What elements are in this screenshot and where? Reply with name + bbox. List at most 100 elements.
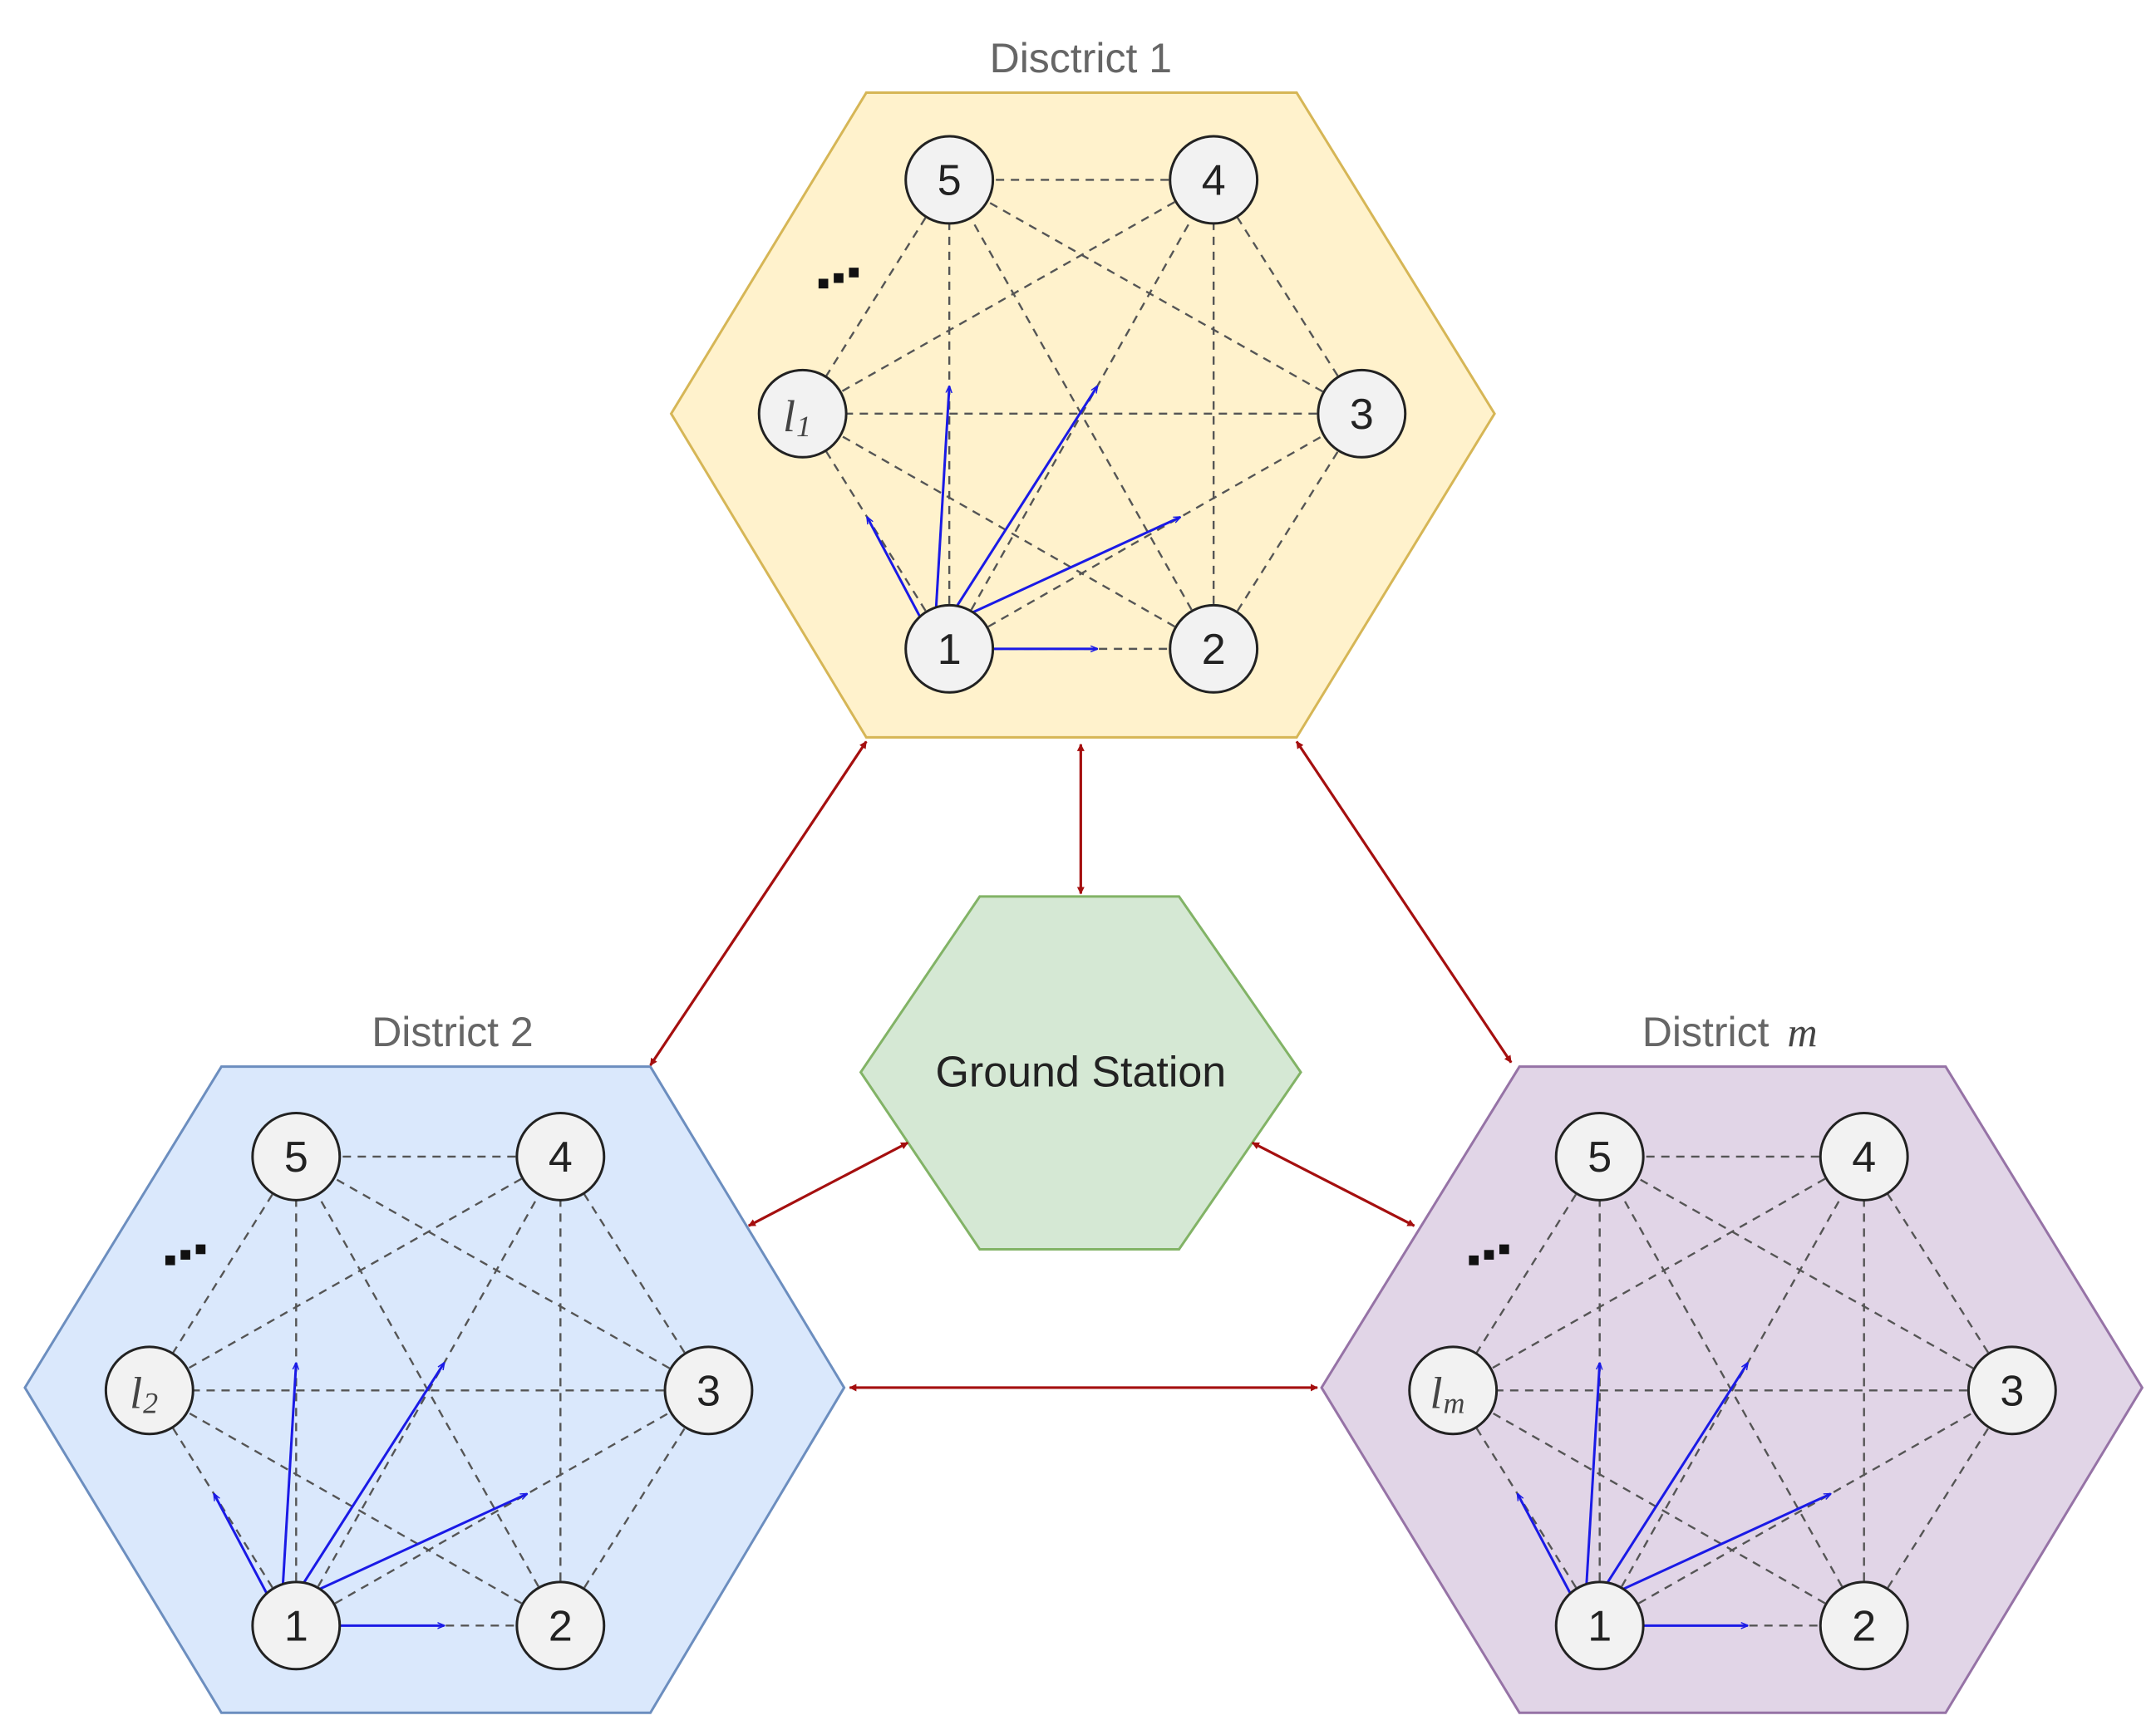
edge-5-l — [1452, 1156, 1601, 1391]
node-label: 3 — [2000, 1367, 2024, 1415]
broadcast-arrow-1-5 — [1584, 1363, 1600, 1595]
node-circle — [1169, 135, 1259, 225]
node-label: 3 — [697, 1367, 721, 1415]
district-title-text: District 2 — [372, 1009, 533, 1055]
node-circle — [1317, 368, 1407, 459]
ground-station: Ground Station — [859, 895, 1302, 1251]
node-circle — [515, 1580, 606, 1671]
edge-1-3 — [1599, 1389, 2013, 1627]
node-l: lm — [1408, 1345, 1499, 1436]
ellipsis-dot — [1484, 1250, 1494, 1260]
edge-1-3 — [295, 1389, 710, 1627]
node-label-main: l — [783, 391, 795, 441]
ellipsis-icon — [818, 268, 859, 289]
district-title: District 2 — [372, 1009, 533, 1055]
node-label: l2 — [130, 1369, 158, 1420]
node-4: 4 — [1169, 135, 1259, 225]
edge-3-5 — [948, 179, 1362, 415]
district-title-text: Disctrict 1 — [990, 35, 1172, 81]
district-title-text: District — [1642, 1009, 1770, 1055]
node-circle — [1819, 1111, 1909, 1202]
node-1: 1 — [1554, 1580, 1645, 1671]
node-label: 1 — [284, 1602, 308, 1650]
ellipsis-dot — [849, 268, 859, 278]
node-circle — [663, 1345, 754, 1436]
node-circle — [515, 1111, 606, 1202]
link-d1-dm — [1295, 740, 1513, 1064]
district-hexagon — [669, 91, 1496, 739]
broadcast-arrow-1-4 — [948, 386, 1097, 620]
ellipsis-dot — [180, 1250, 190, 1260]
node-label-main: l — [1430, 1369, 1443, 1418]
node-circle — [904, 603, 995, 694]
node-3: 3 — [663, 1345, 754, 1436]
node-circle — [904, 135, 995, 225]
node-label: 2 — [549, 1602, 573, 1650]
node-2: 2 — [515, 1580, 606, 1671]
link-d1-d2 — [649, 740, 868, 1066]
node-circle — [1554, 1580, 1645, 1671]
node-label: 3 — [1350, 391, 1374, 439]
ellipsis-dot — [834, 273, 844, 283]
node-circle — [1408, 1345, 1499, 1436]
broadcast-arrow-1-4 — [1598, 1363, 1747, 1596]
edge-5-l — [801, 179, 951, 415]
broadcast-arrow-1-4 — [294, 1363, 444, 1596]
edge-3-4 — [1213, 179, 1363, 415]
edge-4-l — [149, 1155, 561, 1392]
node-label-subscript: 2 — [143, 1387, 158, 1420]
node-5: 5 — [1554, 1111, 1645, 1202]
ellipsis-dot — [165, 1255, 175, 1266]
node-circle — [251, 1580, 342, 1671]
node-circle — [251, 1111, 342, 1202]
node-3: 3 — [1317, 368, 1407, 459]
node-circle — [757, 368, 848, 459]
node-label: 5 — [938, 156, 962, 204]
edge-3-4 — [559, 1156, 710, 1391]
node-label-main: l — [130, 1369, 142, 1418]
edge-2-l — [149, 1389, 561, 1627]
edge-3-5 — [295, 1155, 710, 1392]
node-1: 1 — [904, 603, 995, 694]
ground-station-label: Ground Station — [935, 1048, 1226, 1096]
edge-2-3 — [1863, 1389, 2013, 1626]
broadcast-arrow-1-l — [867, 517, 923, 619]
ellipsis-icon — [165, 1244, 206, 1266]
edge-2-3 — [1213, 413, 1363, 650]
ellipsis-dot — [818, 278, 829, 289]
node-circle — [1169, 603, 1259, 694]
node-2: 2 — [1169, 603, 1259, 694]
broadcast-arrow-1-5 — [934, 386, 950, 619]
node-circle — [1819, 1580, 1909, 1671]
node-circle — [1966, 1345, 2057, 1436]
node-label: 4 — [549, 1133, 573, 1182]
edge-5-l — [148, 1156, 298, 1391]
edge-2-3 — [559, 1389, 710, 1626]
node-label: 1 — [1587, 1602, 1612, 1650]
node-5: 5 — [251, 1111, 342, 1202]
node-circle — [104, 1345, 194, 1436]
broadcast-arrow-1-5 — [281, 1363, 297, 1595]
node-label: l1 — [783, 391, 811, 443]
link-d2-ground-station — [747, 1141, 909, 1227]
node-1: 1 — [251, 1580, 342, 1671]
hexagon-layer: Ground Station — [23, 91, 2144, 1714]
node-2: 2 — [1819, 1580, 1909, 1671]
broadcast-arrow-1-3 — [305, 1492, 528, 1597]
ellipsis-dot — [195, 1244, 206, 1255]
node-label: 4 — [1202, 156, 1226, 204]
inter-district-links — [649, 740, 1513, 1392]
district-title: Disctrict 1 — [990, 35, 1172, 81]
edge-4-l — [802, 179, 1214, 415]
node-label-subscript: 1 — [796, 410, 811, 443]
node-label: 5 — [284, 1133, 308, 1182]
edge-3-5 — [1599, 1155, 2013, 1392]
node-4: 4 — [515, 1111, 606, 1202]
node-label: 1 — [938, 626, 962, 674]
edge-2-l — [1452, 1389, 1865, 1627]
ellipsis-dot — [1469, 1255, 1479, 1266]
